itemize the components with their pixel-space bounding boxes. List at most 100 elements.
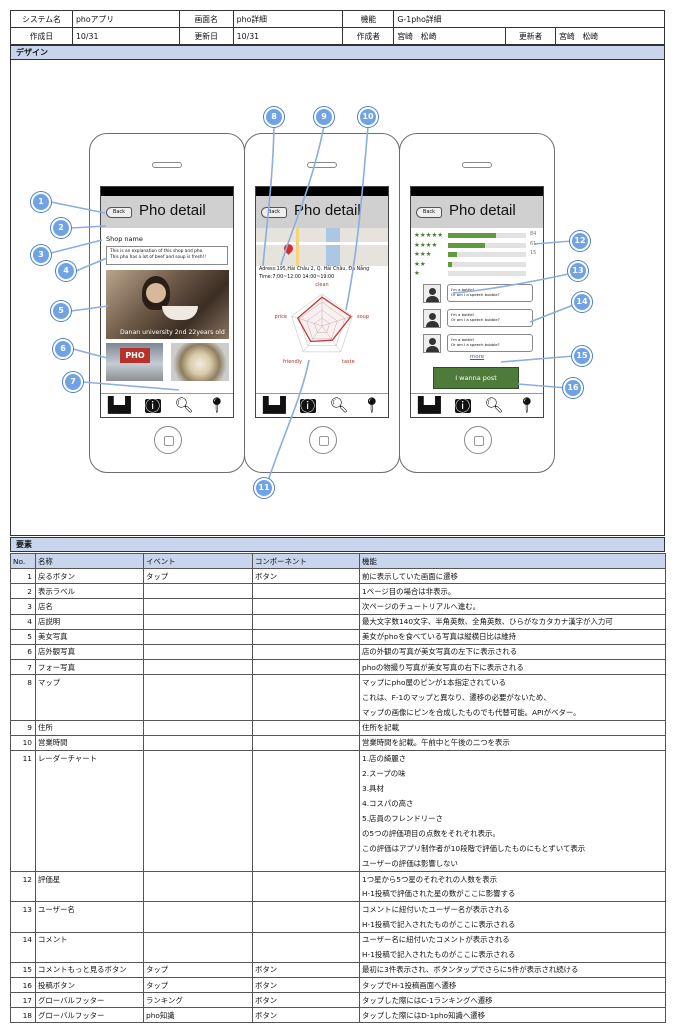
search-icon[interactable]: 🔍︎ xyxy=(484,396,504,414)
row-component xyxy=(252,704,360,721)
row-name: グローバルフッター xyxy=(35,992,144,1009)
comment-list: I'm a bottle!Or am I a speech bubble?I'm… xyxy=(423,283,535,358)
col-no: No. xyxy=(10,552,36,570)
ranking-icon[interactable]: ▙▟ xyxy=(107,396,131,414)
row-event: ランキング xyxy=(143,992,253,1009)
radar-axis xyxy=(291,315,323,327)
pho-knowledge-icon[interactable]: ⓘ xyxy=(299,396,316,415)
row-function: 美女がphoを食べている写真は縦横日比は維持 xyxy=(359,628,666,645)
comment-item: I'm a bottle!Or am I a speech bubble? xyxy=(423,333,535,357)
screen-shop-detail: Back Pho detail Shop name This is an exp… xyxy=(100,186,234,418)
comment-text: Or am I a speech bubble? xyxy=(451,317,500,322)
speaker xyxy=(462,162,492,168)
ranking-icon[interactable]: ▙▟ xyxy=(417,396,441,414)
row-name: コメントもっと見るボタン xyxy=(35,961,144,978)
callout-14: 14 xyxy=(572,292,592,312)
row-component xyxy=(252,628,360,645)
post-button[interactable]: I wanna post xyxy=(433,367,519,389)
row-event xyxy=(143,870,253,887)
row-component xyxy=(252,870,360,887)
callout-9: 9 xyxy=(314,107,334,127)
map-view[interactable] xyxy=(256,228,388,266)
row-name xyxy=(35,704,144,721)
phone-mockup-1: Back Pho detail Shop name This is an exp… xyxy=(89,133,245,473)
callout-15: 15 xyxy=(572,346,592,366)
row-function: 4.コスパの高さ xyxy=(359,795,666,811)
row-event: pho知識 xyxy=(143,1007,253,1024)
callout-arrows xyxy=(50,125,582,491)
table-header-row: No. 名称 イベント コンポーネント 機能 xyxy=(10,552,666,570)
table-row: 5.店員のフレンドリーさ xyxy=(10,810,666,827)
row-component xyxy=(252,583,360,600)
ranking-icon[interactable]: ▙▟ xyxy=(262,396,286,414)
row-function: タップでH-1投稿画面へ遷移 xyxy=(359,976,666,994)
row-component xyxy=(252,856,360,872)
author-value: 宮崎 松崎 xyxy=(393,27,507,45)
more-comments-button[interactable]: more xyxy=(469,354,485,360)
back-button[interactable]: Back xyxy=(261,207,287,218)
row-name: 美女写真 xyxy=(35,628,144,645)
row-event xyxy=(143,765,253,781)
row-component xyxy=(252,749,360,766)
row-function: タップした際にはD-1pho知識へ遷移 xyxy=(359,1007,666,1024)
pho-knowledge-icon[interactable]: ⓘ xyxy=(454,396,471,415)
table-row: H-1投稿で記入されたものがここに表示される xyxy=(10,916,666,933)
function-value: G-1pho詳細 xyxy=(393,10,665,28)
callout-1: 1 xyxy=(31,192,51,212)
row-function: 最大文字数140文字、半角英数、全角英数、ひらがなカタカナ漢字が入力可 xyxy=(359,613,666,630)
rating-row: ★ xyxy=(414,269,540,279)
rating-count: 15 xyxy=(530,250,537,256)
back-button[interactable]: Back xyxy=(106,207,132,218)
row-event: タップ xyxy=(143,976,253,994)
row-component xyxy=(252,674,360,690)
row-number: 6 xyxy=(10,643,36,660)
rating-bar-track xyxy=(448,271,526,276)
row-name xyxy=(35,765,144,781)
row-number: 4 xyxy=(10,613,36,630)
table-row: この評価はアプリ制作者が10段階で評価したものにもとずいて表示 xyxy=(10,841,666,857)
header-table: システム名 phoアプリ 画面名 pho詳細 機能 G-1pho詳細 作成日 1… xyxy=(10,10,665,45)
speaker xyxy=(307,162,337,168)
arrow-7 xyxy=(82,381,180,391)
row-event xyxy=(143,749,253,766)
pho-knowledge-icon[interactable]: ⓘ xyxy=(144,396,161,415)
table-row: 4.コスパの高さ xyxy=(10,795,666,811)
table-row: H-1投稿で評価された星の数がここに影響する xyxy=(10,886,666,903)
rating-count: 84 xyxy=(530,231,537,237)
row-name: 店名 xyxy=(35,598,144,615)
design-area: Back Pho detail Shop name This is an exp… xyxy=(10,60,665,536)
comment-bubble: I'm a bottle!Or am I a speech bubble? xyxy=(447,284,533,302)
star-icon: ★★★ xyxy=(414,250,432,258)
arrow-3 xyxy=(50,239,103,254)
radar-label: soup xyxy=(357,314,369,320)
system-name-value: phoアプリ xyxy=(71,10,180,28)
back-button[interactable]: Back xyxy=(416,207,442,218)
row-function: これは、F-1のマップと異なり、遷移の必要がないため、 xyxy=(359,689,666,705)
comment-text: I'm a bottle! xyxy=(451,337,475,342)
row-function: 店の外観の写真が美女写真の左下に表示される xyxy=(359,643,666,660)
row-name xyxy=(35,886,144,903)
row-function: タップした際にはC-1ランキングへ遷移 xyxy=(359,992,666,1009)
row-component xyxy=(252,931,360,948)
map-pin-icon[interactable]: 📍︎ xyxy=(517,396,537,414)
row-component xyxy=(252,658,360,676)
radar-grid xyxy=(306,309,338,340)
callout-2: 2 xyxy=(51,218,71,238)
map-pin-icon[interactable]: 📍︎ xyxy=(362,396,382,414)
row-component xyxy=(252,719,360,736)
table-row: これは、F-1のマップと異なり、遷移の必要がないため、 xyxy=(10,689,666,705)
search-icon[interactable]: 🔍︎ xyxy=(174,396,194,414)
road xyxy=(256,242,388,245)
description-line-2: This pho has a lot of beef and soup is f… xyxy=(110,255,206,260)
row-function: 1つ星から5つ星のそれぞれの人数を表示 xyxy=(359,870,666,887)
beauty-photo: Danan university 2nd 22years old xyxy=(106,270,229,339)
row-function: 3.具材 xyxy=(359,780,666,796)
row-event: タップ xyxy=(143,961,253,978)
row-name: 店外観写真 xyxy=(35,643,144,660)
row-function: マップの画像にピンを合成したものでも代替可能。APIがベター。 xyxy=(359,704,666,721)
map-pin-icon[interactable]: 📍︎ xyxy=(207,396,227,414)
search-icon[interactable]: 🔍︎ xyxy=(329,396,349,414)
